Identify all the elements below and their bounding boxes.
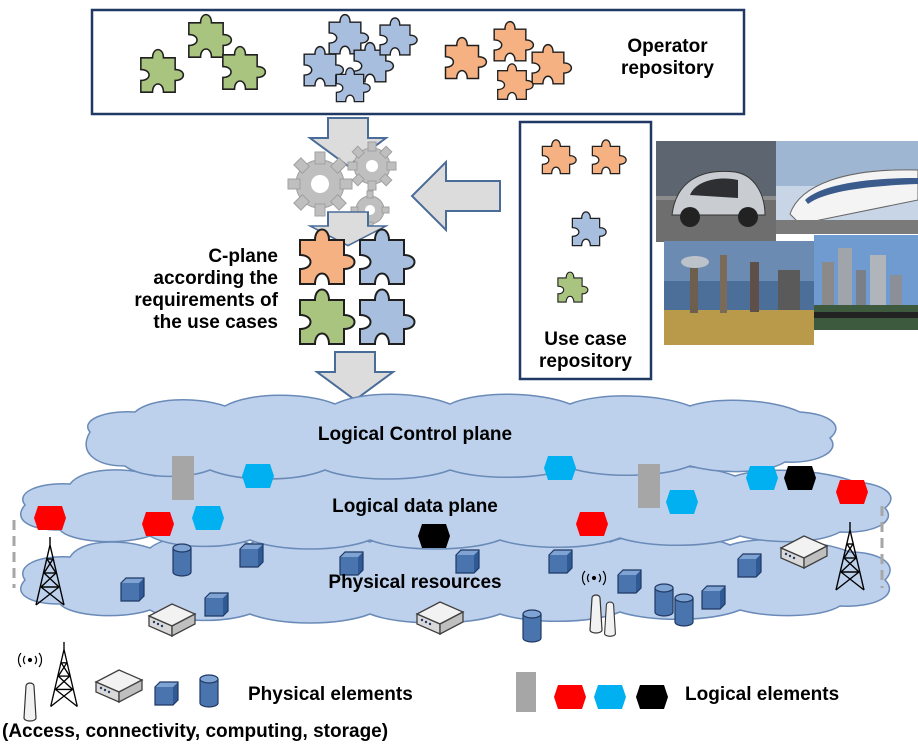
cube-icon	[737, 553, 762, 578]
city-photo	[814, 235, 918, 330]
legend-logical-label: Logical elements	[685, 684, 840, 705]
legend-note: (Access, connectivity, computing, storag…	[2, 721, 389, 742]
legend-physical-label: Physical elements	[248, 684, 413, 705]
hexagon-icon	[636, 685, 668, 709]
arrow-icon	[316, 351, 394, 401]
cylinder-icon	[654, 583, 674, 617]
hexagon-icon	[418, 524, 450, 548]
hexagon-icon	[576, 512, 608, 536]
cube-icon	[239, 543, 264, 568]
legend-logical	[516, 672, 668, 712]
cube-icon	[617, 569, 642, 594]
cube-icon	[701, 585, 726, 610]
cylinder-icon	[674, 593, 694, 627]
legend-physical	[17, 641, 219, 722]
cube-icon	[548, 549, 573, 574]
cube-icon	[455, 549, 480, 574]
operator-repository-label: Operator repository	[621, 36, 714, 79]
hexagon-icon	[666, 490, 698, 514]
physical-resources-label: Physical resources	[328, 572, 502, 593]
cube-icon	[204, 592, 229, 617]
hexagon-icon	[836, 480, 868, 504]
train-photo	[776, 141, 918, 234]
hexagon-icon	[34, 506, 66, 530]
cplane-puzzle-assembly	[299, 228, 416, 345]
cube-icon	[154, 681, 179, 706]
hexagon-icon	[594, 685, 626, 709]
hexagon-icon	[242, 464, 274, 488]
router-icon	[95, 669, 143, 703]
cylinder-icon	[522, 609, 542, 643]
hexagon-icon	[544, 456, 576, 480]
server-icon	[638, 464, 660, 508]
factory-photo	[664, 241, 814, 345]
logical-control-plane-label: Logical Control plane	[317, 424, 513, 445]
hexagon-icon	[142, 512, 174, 536]
hexagon-icon	[192, 506, 224, 530]
server-icon	[172, 456, 194, 500]
cloud-logical-control-plane	[85, 393, 837, 480]
logical-data-plane-label: Logical data plane	[332, 496, 498, 517]
use-case-repository-label: Use case repository	[539, 329, 632, 372]
arrow-icon	[410, 159, 501, 233]
antenna-tower-icon	[50, 641, 78, 708]
cube-icon	[120, 577, 145, 602]
hexagon-icon	[784, 466, 816, 490]
car-photo	[656, 141, 776, 242]
cplane-caption: C-plane according the requirements of th…	[134, 246, 278, 333]
cylinder-icon	[172, 543, 192, 577]
hexagon-icon	[746, 466, 778, 490]
server-icon	[516, 672, 536, 712]
hexagon-icon	[554, 685, 586, 709]
cylinder-icon	[199, 674, 219, 708]
